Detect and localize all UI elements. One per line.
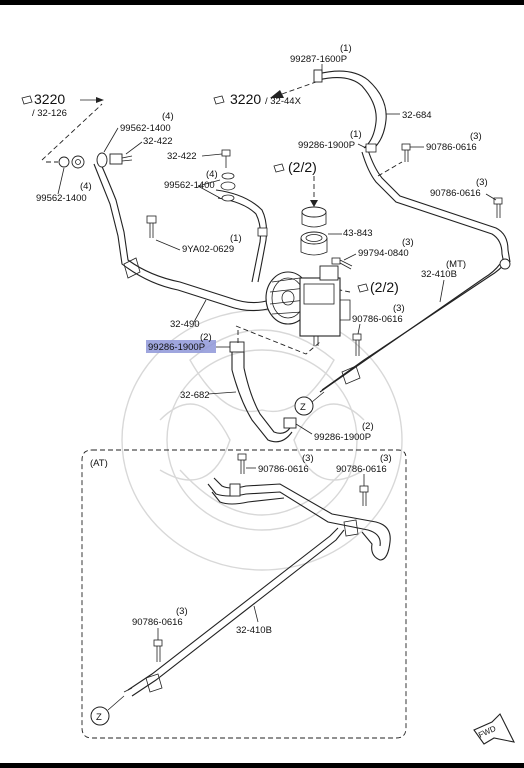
qty-90786-a: (3) (470, 131, 482, 142)
washers-99562-c[interactable] (220, 172, 236, 202)
label-90786-0616-c[interactable]: 90786-0616 (352, 314, 403, 325)
label-43-843[interactable]: 43-843 (343, 228, 373, 239)
qty-99562-c: (4) (206, 169, 218, 180)
z-marker-lower (90, 706, 110, 726)
pipe-32-410b-at[interactable] (131, 529, 345, 697)
ref-2-2-b[interactable]: (2/2) (339, 279, 399, 295)
label-32-684[interactable]: 32-684 (402, 110, 432, 121)
label-99286-1900p-b[interactable]: 99286-1900P (148, 342, 205, 353)
qty-99794: (3) (402, 237, 414, 248)
highlight-99286-1900p[interactable] (146, 340, 216, 353)
qty-99286-c: (2) (362, 421, 374, 432)
label-99562-1400-c[interactable]: 99562-1400 (164, 180, 215, 191)
bolt-90786-d[interactable] (237, 453, 247, 474)
reservoir-cap-43-843[interactable] (300, 206, 328, 256)
fwd-arrow-icon: FWD (473, 713, 515, 745)
z-marker-lower-label: Z (96, 712, 102, 723)
label-90786-0616-a[interactable]: 90786-0616 (426, 142, 477, 153)
ref-3220-top-label: 3220 (34, 91, 65, 107)
bolt-9ya02-0629[interactable] (146, 215, 157, 238)
clamp-99286-b[interactable] (229, 341, 245, 353)
qty-99562-b: (4) (80, 181, 92, 192)
ref-3220-mid[interactable]: 3220 / 32-44X (213, 81, 317, 107)
label-32-682[interactable]: 32-682 (180, 390, 210, 401)
label-99562-1400-b[interactable]: 99562-1400 (36, 193, 87, 204)
bracket-mt (341, 365, 361, 385)
qty-90786-b: (3) (476, 177, 488, 188)
label-99794-0840[interactable]: 99794-0840 (358, 248, 409, 259)
label-32-422-a[interactable]: 32-422 (143, 136, 173, 147)
ref-3220-top-sub: / 32-126 (32, 108, 67, 119)
ref-2-2-b-label: (2/2) (370, 279, 399, 295)
label-9ya02-0629[interactable]: 9YA02-0629 (182, 244, 234, 255)
qty-99286-b: (2) (200, 332, 212, 343)
z-marker-upper (294, 396, 314, 416)
bolt-32-422-b[interactable] (221, 149, 231, 168)
qty-90786-c: (3) (393, 303, 405, 314)
fitting-group-left[interactable] (58, 152, 133, 169)
label-90786-0616-d[interactable]: 90786-0616 (258, 464, 309, 475)
bolt-90786-b[interactable] (493, 197, 503, 218)
bolt-90786-f[interactable] (153, 639, 163, 662)
label-32-422-b[interactable]: 32-422 (167, 151, 197, 162)
bolt-99794-0840[interactable] (331, 257, 353, 270)
clamp-99287[interactable] (313, 69, 323, 83)
bolt-90786-c[interactable] (352, 333, 362, 356)
qty-99562-a: (4) (162, 111, 174, 122)
ref-2-2-a-label: (2/2) (288, 159, 317, 175)
label-mt: (MT) (446, 259, 466, 270)
clamp-99286-a[interactable] (365, 143, 377, 153)
hose-32-682[interactable] (231, 369, 293, 443)
label-90786-0616-e[interactable]: 90786-0616 (336, 464, 387, 475)
label-99286-1900p-a[interactable]: 99286-1900P (298, 140, 355, 151)
qty-99286-a: (1) (350, 129, 362, 140)
qty-9ya02: (1) (230, 233, 242, 244)
bolt-90786-a[interactable] (401, 143, 411, 162)
bolt-90786-e[interactable] (359, 485, 369, 506)
label-99286-1900p-c[interactable]: 99286-1900P (314, 432, 371, 443)
label-32-410b-mt[interactable]: 32-410B (421, 269, 457, 280)
ref-3220-mid-label: 3220 (230, 91, 261, 107)
qty-90786-e: (3) (380, 453, 392, 464)
clamp-99286-c[interactable] (283, 417, 297, 429)
bracket-32-490 (123, 257, 141, 279)
label-32-410b-at[interactable]: 32-410B (236, 625, 272, 636)
ref-3220-top[interactable]: 3220 / 32-126 (21, 91, 104, 119)
pipe-32-410b-mt[interactable] (367, 149, 511, 263)
label-32-490[interactable]: 32-490 (170, 319, 200, 330)
qty-99287: (1) (340, 43, 352, 54)
label-99562-1400-a[interactable]: 99562-1400 (120, 123, 171, 134)
hose-32-684[interactable] (317, 70, 387, 151)
label-99287-1600p[interactable]: 99287-1600P (290, 54, 347, 65)
label-90786-0616-f[interactable]: 90786-0616 (132, 617, 183, 628)
pipe-32-490[interactable] (99, 161, 271, 304)
z-marker-upper-label: Z (300, 402, 306, 413)
bottom-bar (0, 763, 524, 768)
ref-3220-mid-sub: / 32-44X (265, 96, 302, 107)
qty-90786-d: (3) (302, 453, 314, 464)
label-90786-0616-b[interactable]: 90786-0616 (430, 188, 481, 199)
bracket-at (145, 673, 163, 693)
at-box (81, 449, 407, 739)
power-steering-pump[interactable] (265, 265, 351, 346)
qty-90786-f: (3) (176, 606, 188, 617)
ref-2-2-a[interactable]: (2/2) (273, 159, 317, 175)
top-bar (0, 0, 524, 5)
label-at: (AT) (90, 458, 108, 469)
